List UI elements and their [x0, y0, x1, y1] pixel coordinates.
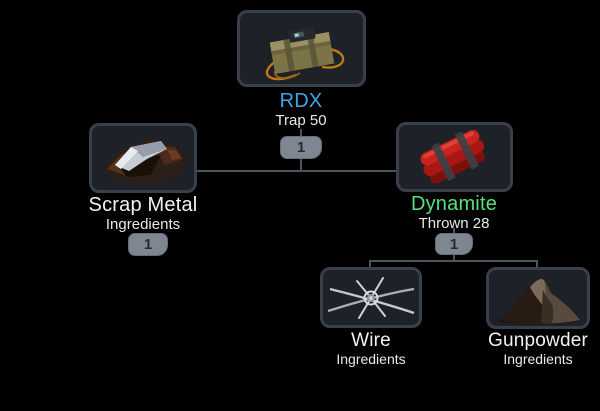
slot-wire[interactable]	[320, 267, 422, 328]
connector-rdx-stub	[300, 129, 302, 136]
slot-rdx[interactable]	[237, 10, 366, 87]
connector-bottom-branch	[369, 260, 538, 262]
item-name-dynamite: Dynamite	[410, 193, 498, 215]
connector-wire-drop	[369, 260, 371, 268]
item-name-wire: Wire	[351, 330, 391, 351]
quantity-badge-dynamite: 1	[435, 233, 473, 255]
connector-dynamite-stub	[453, 228, 455, 233]
scrap-metal-icon	[103, 139, 187, 183]
dynamite-icon	[420, 126, 491, 184]
connector-top-branch	[196, 170, 396, 172]
connector-rdx-to-branch	[300, 159, 302, 172]
item-category-gunpowder: Ingredients	[503, 351, 573, 368]
item-name-rdx: RDX	[279, 90, 323, 112]
quantity-badge-scrap-metal: 1	[128, 233, 168, 256]
item-name-scrap-metal: Scrap Metal	[88, 194, 198, 216]
item-category-rdx: Trap 50	[275, 112, 327, 130]
item-name-gunpowder: Gunpowder	[487, 330, 589, 351]
rdx-charge-icon	[265, 26, 344, 80]
slot-dynamite[interactable]	[396, 122, 513, 192]
barbed-wire-icon	[327, 276, 415, 319]
quantity-badge-rdx: 1	[280, 136, 322, 159]
slot-gunpowder[interactable]	[486, 267, 590, 329]
gunpowder-pile-icon	[498, 278, 580, 325]
item-category-dynamite: Thrown 28	[418, 215, 490, 233]
slot-scrap-metal[interactable]	[89, 123, 197, 193]
item-category-scrap-metal: Ingredients	[105, 216, 181, 234]
connector-gunpowder-drop	[536, 260, 538, 269]
item-category-wire: Ingredients	[336, 351, 406, 368]
connector-dynamite-to-branch	[453, 255, 455, 262]
